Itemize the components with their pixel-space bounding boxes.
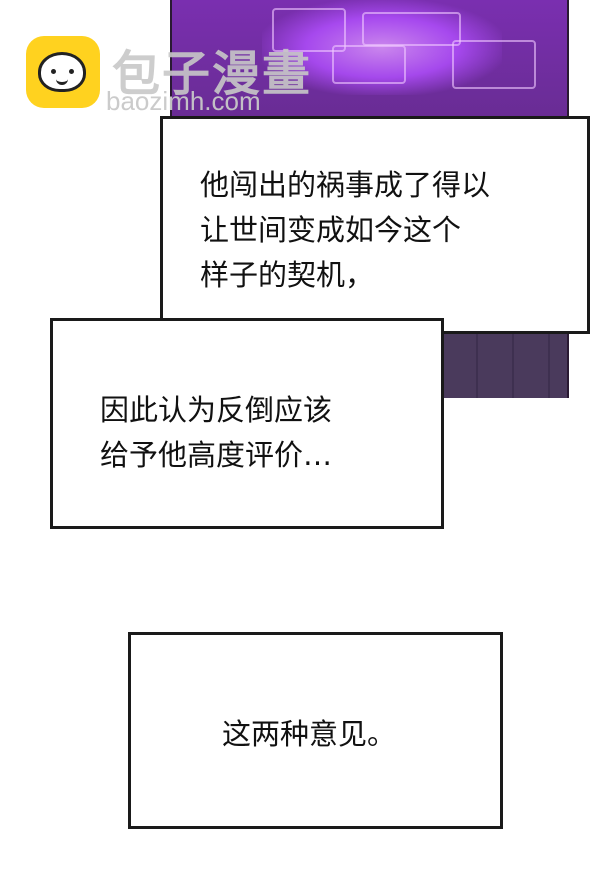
narration-box-2: [50, 318, 444, 529]
narration-text-2: 因此认为反倒应该 给予他高度评价…: [100, 388, 332, 478]
narration-line: 给予他高度评价…: [100, 438, 333, 472]
narration-text-3: 这两种意见。: [222, 712, 396, 757]
panel-floor: [442, 330, 567, 398]
narration-line: 因此认为反倒应该: [100, 393, 333, 427]
narration-line: 样子的契机，: [200, 258, 375, 292]
panel-tile: [332, 45, 406, 84]
watermark-name: 包子漫畫: [112, 46, 313, 102]
panel-tile: [362, 12, 461, 46]
narration-box-3: [128, 632, 503, 829]
panel-tile: [272, 8, 346, 52]
bun-icon: [38, 52, 86, 92]
baozi-logo-icon: [26, 36, 100, 108]
narration-line: 他闯出的祸事成了得以: [200, 168, 491, 202]
narration-line: 这两种意见。: [222, 717, 397, 751]
narration-line: 让世间变成如今这个: [200, 213, 462, 247]
watermark-url: baozimh.com: [106, 86, 261, 116]
panel-tile: [452, 40, 536, 89]
panel-glow: [262, 0, 502, 95]
narration-text-1: 他闯出的祸事成了得以 让世间变成如今这个 样子的契机，: [200, 163, 490, 298]
